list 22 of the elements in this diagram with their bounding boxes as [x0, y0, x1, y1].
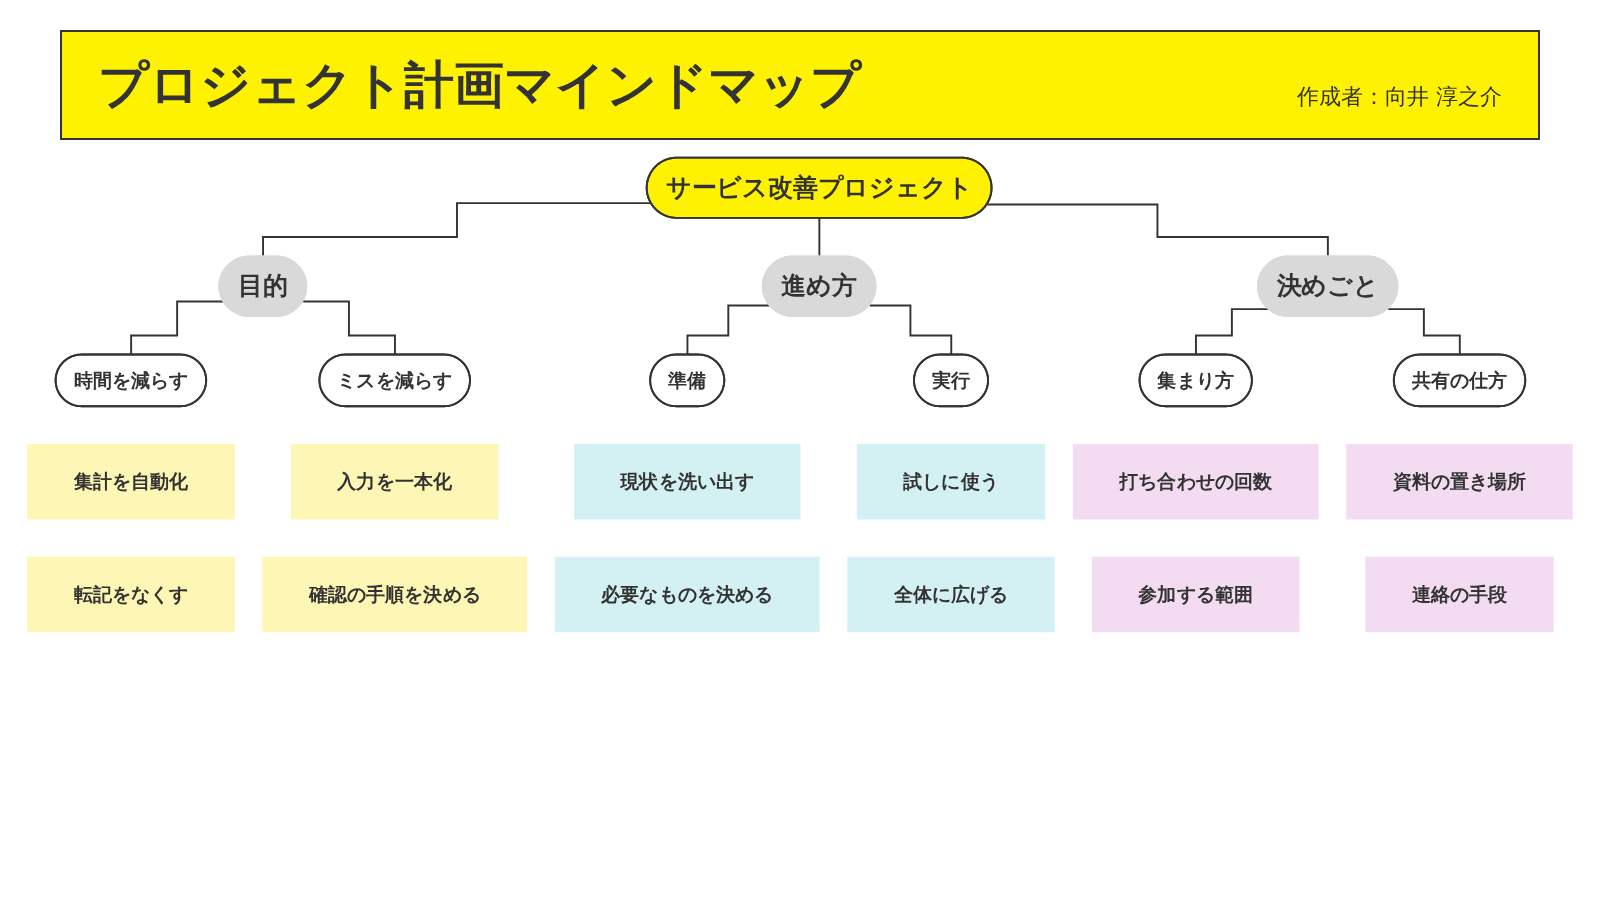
node-box: 入力を一本化 — [291, 443, 499, 520]
node-box: 打ち合わせの回数 — [1072, 443, 1319, 520]
connector — [986, 203, 1330, 258]
node-box: 転記をなくす — [27, 556, 235, 633]
connector — [686, 304, 771, 356]
node-box: 参加する範囲 — [1092, 556, 1300, 633]
author-label: 作成者：向井 淳之介 — [1297, 84, 1502, 109]
connector — [302, 300, 397, 356]
node-box: 必要なものを決める — [554, 556, 820, 633]
connector — [1387, 308, 1461, 356]
title: プロジェクト計画マインドマップ — [98, 54, 861, 116]
node-box: 集計を自動化 — [27, 443, 235, 520]
node-box: 全体に広げる — [847, 556, 1055, 633]
node-box: 試しに使う — [856, 443, 1046, 520]
connector — [130, 300, 225, 356]
connector — [818, 217, 821, 258]
node-box: 確認の手順を決める — [262, 556, 528, 633]
node-box: 連絡の手段 — [1365, 556, 1554, 633]
connector — [1195, 308, 1269, 356]
node-box: 現状を洗い出す — [573, 443, 801, 520]
node-box: 資料の置き場所 — [1346, 443, 1573, 520]
connector — [868, 304, 953, 356]
